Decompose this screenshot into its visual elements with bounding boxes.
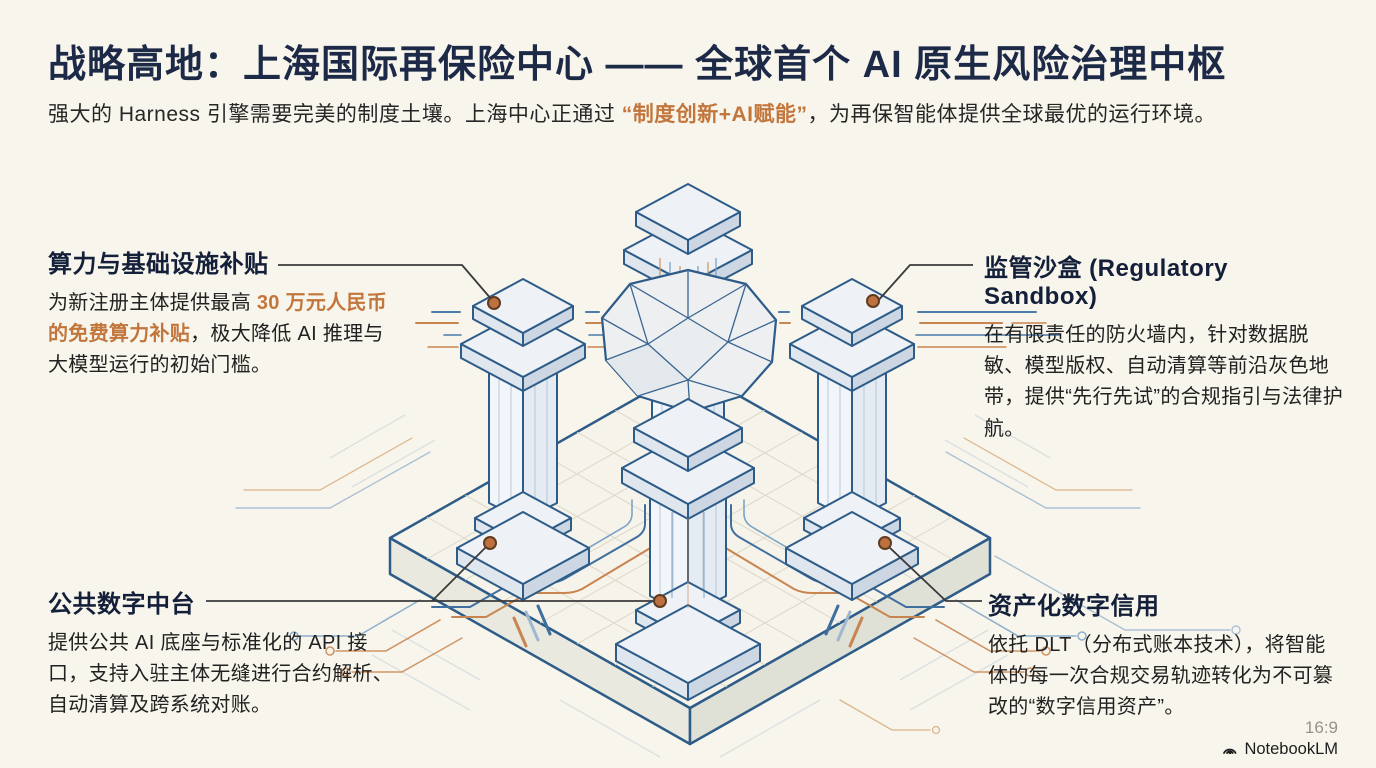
callout-regulatory-sandbox-body: 在有限责任的防火墙内，针对数据脱敏、模型版权、自动清算等前沿灰色地带，提供“先行… [984, 324, 1344, 440]
callout-digital-credit-body: 依托 DLT（分布式账本技术），将智能体的每一次合规交易轨迹转化为不可篡改的“数… [988, 634, 1334, 719]
callout-compute-subsidy: 算力与基础设施补贴 为新注册主体提供最高 30 万元人民币的免费算力补贴，极大降… [48, 244, 396, 382]
brand-lockup: NotebookLM [1221, 739, 1338, 760]
connector-top-right [875, 264, 973, 304]
ai-core-sphere [600, 268, 778, 414]
body-text-pre: 为新注册主体提供最高 [48, 292, 257, 314]
front-shaft-stream-lines [671, 512, 705, 608]
dot-compute-subsidy [487, 296, 501, 310]
callout-regulatory-sandbox: 监管沙盒 (Regulatory Sandbox) 在有限责任的防火墙内，针对数… [984, 248, 1346, 445]
subtitle-text-pre: 强大的 Harness 引擎需要完美的制度土壤。上海中心正通过 [48, 102, 622, 126]
dot-regulatory-sandbox [866, 294, 880, 308]
left-pillar [456, 278, 590, 601]
subtitle-text-post: ，为再保智能体提供全球最优的运行环境。 [807, 102, 1216, 126]
dot-digital-credit [878, 536, 892, 550]
echo-lines [329, 414, 1051, 758]
page-title: 战略高地：上海国际再保险中心 —— 全球首个 AI 原生风险治理中枢 [48, 44, 1227, 86]
connector-bottom-left-branch [431, 545, 488, 602]
callout-digital-platform-body: 提供公共 AI 底座与标准化的 API 接口，支持入驻主体无缝进行合约解析、自动… [48, 632, 394, 717]
connector-bottom-right [887, 545, 982, 602]
callout-digital-credit-title: 资产化数字信用 [988, 593, 1160, 620]
edge-hatches [512, 604, 864, 648]
header: 战略高地：上海国际再保险中心 —— 全球首个 AI 原生风险治理中枢 强大的 H… [48, 42, 1338, 129]
body-highlight: 30 万元人民币的免费算力补贴 [48, 292, 388, 346]
footer: 16:9 NotebookLM [1221, 718, 1338, 760]
callout-digital-platform: 公共数字中台 提供公共 AI 底座与标准化的 API 接口，支持入驻主体无缝进行… [48, 584, 396, 722]
callout-digital-platform-title: 公共数字中台 [48, 591, 195, 618]
speed-lines [415, 311, 1061, 348]
connector-top-left [278, 264, 493, 301]
dot-digital-platform-base [483, 536, 497, 550]
callout-compute-subsidy-title: 算力与基础设施补贴 [48, 251, 269, 278]
front-pillar [615, 398, 761, 701]
right-pillar [785, 278, 919, 601]
subtitle: 强大的 Harness 引擎需要完美的制度土壤。上海中心正通过 “制度创新+AI… [48, 100, 1338, 129]
subtitle-highlight: “制度创新+AI赋能” [621, 102, 808, 126]
callout-digital-credit: 资产化数字信用 依托 DLT（分布式账本技术），将智能体的每一次合规交易轨迹转化… [988, 586, 1344, 724]
body-text-post: ，极大降低 AI 推理与大模型运行的初始门槛。 [48, 323, 384, 377]
aspect-ratio-label: 16:9 [1304, 718, 1338, 738]
notebooklm-logo-icon [1223, 748, 1237, 755]
brand-name: NotebookLM [1244, 739, 1338, 758]
callout-compute-subsidy-body: 为新注册主体提供最高 30 万元人民币的免费算力补贴，极大降低 AI 推理与大模… [48, 288, 396, 382]
callout-dots [483, 294, 892, 608]
callout-connectors [206, 264, 982, 602]
callout-regulatory-sandbox-title: 监管沙盒 (Regulatory Sandbox) [984, 255, 1229, 310]
dot-digital-platform-pillar [653, 594, 667, 608]
